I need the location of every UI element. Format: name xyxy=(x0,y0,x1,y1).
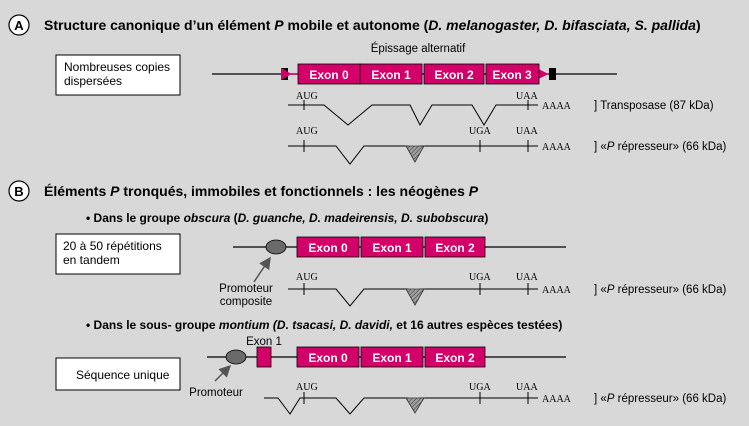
exon-0-montium: Exon 0 xyxy=(296,346,360,368)
repressor-product-montium: ] «P répresseur» (66 kDa) xyxy=(594,393,726,405)
retained-intron-hatch xyxy=(405,145,425,163)
uaa-codon-label: UAA xyxy=(516,126,538,137)
uga-codon-label: UGA xyxy=(469,272,491,283)
transcript-repressor-obscura: AUG UGA UAA AAAA ] «P répresseur» (66 kD… xyxy=(288,272,726,307)
promoter-composite-label-1: Promoteur xyxy=(219,283,273,295)
exon-0-a-label: Exon 0 xyxy=(309,68,349,82)
start-codon-label: AUG xyxy=(296,272,318,283)
exon-2-obscura: Exon 2 xyxy=(424,236,486,258)
transcript-repressor-montium: AUG UGA UAA AAAA ] «P répresseur» (66 kD… xyxy=(264,382,726,415)
exon-0-a: Exon 0 xyxy=(297,63,361,85)
terminal-repeat-right xyxy=(549,68,556,80)
single-sequence-box: Séquence unique xyxy=(55,357,181,391)
exon1-small-label: Exon 1 xyxy=(246,336,282,348)
section-a: A Structure canonique d’un élément P mob… xyxy=(8,14,726,165)
start-codon-label: AUG xyxy=(296,382,318,393)
exon-0-obscura-label: Exon 0 xyxy=(308,241,348,255)
transcript-repressor-a: AUG UGA UAA AAAA ] «P répresseur» (66 kD… xyxy=(288,126,726,165)
section-a-letter: A xyxy=(14,18,24,33)
uaa-codon-label: UAA xyxy=(516,382,538,393)
promoter-composite-label-2: composite xyxy=(220,296,272,308)
repressor-product-obscura: ] «P répresseur» (66 kDa) xyxy=(594,284,726,296)
section-b: B Éléments P tronqués, immobiles et fonc… xyxy=(8,180,726,415)
exon-2-a: Exon 2 xyxy=(423,63,485,85)
promoter-composite-ellipse xyxy=(265,239,287,255)
tandem-box-line1: 20 à 50 répétitions xyxy=(63,239,162,253)
terminal-repeat-left xyxy=(281,68,288,80)
uaa-codon-label: UAA xyxy=(516,272,538,283)
start-codon-label: AUG xyxy=(296,91,318,102)
polya-label: AAAA xyxy=(542,285,572,296)
polya-label: AAAA xyxy=(542,394,572,405)
group-montium-heading: • Dans le sous- groupe montium (D. tsaca… xyxy=(86,318,562,332)
section-a-badge: A xyxy=(8,14,30,36)
single-sequence-box-text: Séquence unique xyxy=(76,368,170,382)
retained-intron-hatch xyxy=(405,397,425,414)
exon-3-a-label: Exon 3 xyxy=(492,68,532,82)
promoter-ellipse xyxy=(225,349,247,365)
exon-0-montium-label: Exon 0 xyxy=(308,351,348,365)
splice-label: Épissage alternatif xyxy=(371,42,466,55)
copies-box-line1: Nombreuses copies xyxy=(64,60,170,74)
exon-3-a: Exon 3 xyxy=(485,63,540,85)
section-b-badge: B xyxy=(8,180,30,202)
uga-codon-label: UGA xyxy=(469,126,491,137)
tandem-box-line2: en tandem xyxy=(63,253,120,267)
section-b-letter: B xyxy=(14,184,23,199)
copies-box-line2: dispersées xyxy=(64,74,122,88)
exon-1-obscura: Exon 1 xyxy=(360,236,424,258)
stop-codon-label: UAA xyxy=(516,91,538,102)
tandem-box: 20 à 50 répétitions en tandem xyxy=(55,233,181,275)
polya-label: AAAA xyxy=(542,142,572,153)
polya-label: AAAA xyxy=(542,101,572,112)
exon-2-montium-label: Exon 2 xyxy=(435,351,475,365)
copies-box: Nombreuses copies dispersées xyxy=(55,54,181,96)
exon-1-a-label: Exon 1 xyxy=(371,68,411,82)
start-codon-label: AUG xyxy=(296,126,318,137)
group-obscura-heading: • Dans le groupe obscura (D. guanche, D.… xyxy=(86,211,488,225)
exon-2-a-label: Exon 2 xyxy=(434,68,474,82)
promoter-arrow xyxy=(214,364,232,382)
exon-1-a: Exon 1 xyxy=(359,63,423,85)
exon-2-obscura-label: Exon 2 xyxy=(435,241,475,255)
uga-codon-label: UGA xyxy=(469,382,491,393)
promoter-arrow xyxy=(253,256,271,283)
repressor-product-a: ] «P répresseur» (66 kDa) xyxy=(594,141,726,153)
exon-1-montium: Exon 1 xyxy=(360,346,424,368)
exon-1-small xyxy=(256,346,272,368)
transcript-transposase: AUG UAA AAAA ] Transposase (87 kDa) xyxy=(288,91,714,127)
section-a-title: Structure canonique d’un élément P mobil… xyxy=(44,17,701,33)
exon-1-obscura-label: Exon 1 xyxy=(372,241,412,255)
exon-2-montium: Exon 2 xyxy=(424,346,486,368)
section-b-title: Éléments P tronqués, immobiles et foncti… xyxy=(44,183,479,199)
retained-intron-hatch xyxy=(405,288,425,306)
exon-0-obscura: Exon 0 xyxy=(296,236,360,258)
promoter-label: Promoteur xyxy=(189,387,243,399)
exon-1-montium-label: Exon 1 xyxy=(372,351,412,365)
transposase-product: ] Transposase (87 kDa) xyxy=(594,100,714,112)
